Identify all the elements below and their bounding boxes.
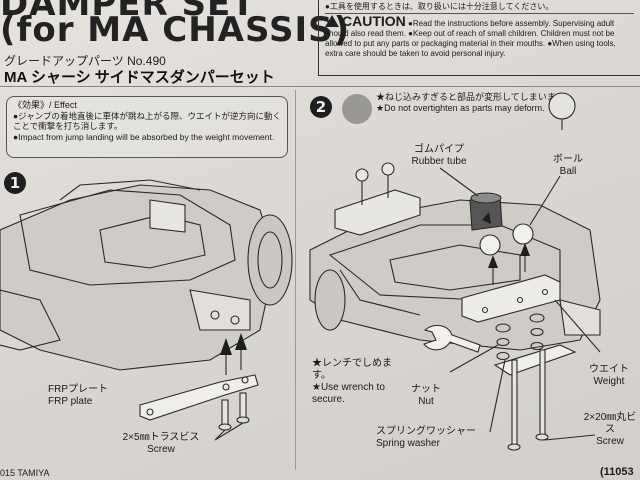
divider-vertical xyxy=(295,90,296,470)
title-line1: DAMPER SET xyxy=(0,0,256,24)
warning-triangle-icon xyxy=(325,15,339,27)
screw-20mm-en: Screw xyxy=(596,436,624,447)
step2-note: ★ねじ込みすぎると部品が変形してしまいます。 ★Do not overtight… xyxy=(376,92,576,140)
rubber-tube-en: Rubber tube xyxy=(411,156,467,167)
note-jp: ★ねじ込みすぎると部品が変形してしまいます。 xyxy=(376,92,573,102)
effect-title: 《効果》/ Effect xyxy=(13,100,77,110)
product-name: MA シャーシ サイドマスダンパーセット xyxy=(4,69,275,86)
effect-box: 《効果》/ Effect ●ジャンプの着地直後に車体が跳ね上がる際、ウエイトが逆… xyxy=(6,96,288,158)
title-line2: (for MA CHASSIS) xyxy=(0,10,351,50)
wrench-note-label: ★レンチでしめます。 ★Use wrench to secure. xyxy=(312,358,392,406)
step-1-number: 1 xyxy=(4,172,26,194)
frp-plate-label: FRPプレート FRP plate xyxy=(48,384,108,408)
screw-5mm-jp: 2×5㎜トラスビス xyxy=(122,432,200,443)
sheet-code: (11053 xyxy=(600,466,634,478)
ball-en: Ball xyxy=(559,166,577,177)
ball-jp: ボール xyxy=(553,154,583,165)
step-2-number: 2 xyxy=(310,96,332,118)
screw-20mm-jp: 2×20㎜丸ビス xyxy=(583,412,637,435)
nut-jp: ナット xyxy=(411,384,441,395)
weight-label: ウエイト Weight xyxy=(582,364,636,388)
nut-label: ナット Nut xyxy=(404,384,448,408)
screw-20mm-label: 2×20㎜丸ビス Screw xyxy=(582,412,638,448)
spring-washer-label: スプリングワッシャー Spring washer xyxy=(376,426,496,450)
caution-word: CAUTION xyxy=(342,13,406,29)
screw-5mm-label: 2×5㎜トラスビス Screw xyxy=(106,432,216,456)
subtitle-jp: グレードアップパーツ No.490 xyxy=(4,54,166,68)
caution-text: ●Read the instructions before assembly. … xyxy=(325,19,616,58)
divider-horizontal xyxy=(0,86,640,87)
frp-plate-en: FRP plate xyxy=(48,396,93,407)
copyright: 015 TAMIYA xyxy=(0,468,50,478)
note-en: ★Do not overtighten as parts may deform. xyxy=(376,103,545,113)
effect-en: ●Impact from jump landing will be absorb… xyxy=(13,131,275,142)
frp-plate-jp: FRPプレート xyxy=(48,384,108,395)
wrench-en: ★Use wrench to secure. xyxy=(312,382,385,405)
caution-box: ●工具を使用するときは、取り扱いには十分注意してください。 CAUTION ●R… xyxy=(318,0,640,76)
rubber-tube-jp: ゴムパイプ xyxy=(414,144,464,155)
spring-washer-en: Spring washer xyxy=(376,438,440,449)
ball-label: ボール Ball xyxy=(550,154,586,178)
weight-jp: ウエイト xyxy=(589,364,629,375)
spring-washer-jp: スプリングワッシャー xyxy=(376,426,476,437)
effect-jp: ●ジャンプの着地直後に車体が跳ね上がる際、ウエイトが逆方向に動くことで衝撃を打ち… xyxy=(13,110,281,132)
rubber-tube-label: ゴムパイプ Rubber tube xyxy=(406,144,472,168)
weight-en: Weight xyxy=(593,376,625,387)
caution-top-jp: ●工具を使用するときは、取り扱いには十分注意してください。 xyxy=(325,2,634,14)
wrench-jp: ★レンチでしめます。 xyxy=(312,358,392,381)
screw-5mm-en: Screw xyxy=(147,444,175,455)
nut-en: Nut xyxy=(418,396,434,407)
note-badge-icon xyxy=(342,94,372,124)
